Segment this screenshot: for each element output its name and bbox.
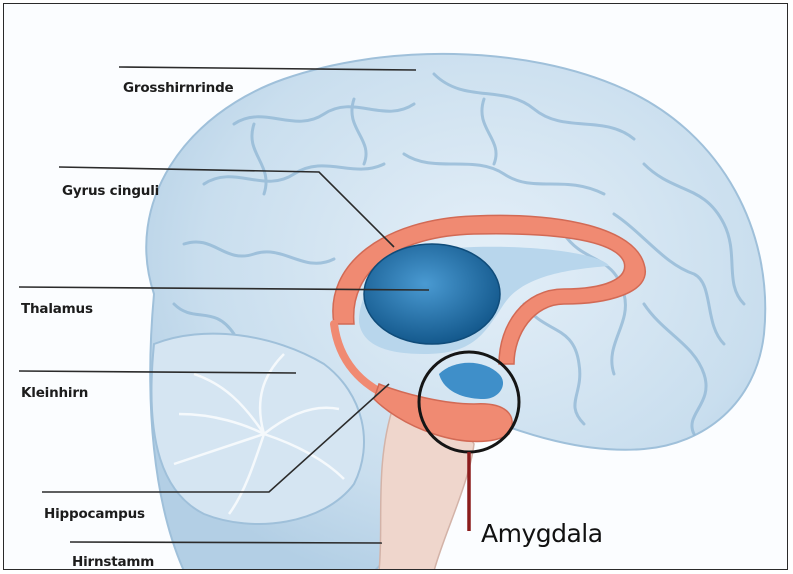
label-kleinhirn: Kleinhirn <box>21 385 88 401</box>
label-hirnstamm: Hirnstamm <box>72 554 154 570</box>
diagram-frame: Grosshirnrinde Gyrus cinguli Thalamus Kl… <box>3 3 788 570</box>
label-grosshirnrinde: Grosshirnrinde <box>123 80 234 96</box>
label-amygdala: Amygdala <box>481 519 603 548</box>
label-thalamus: Thalamus <box>21 301 93 317</box>
brain-illustration <box>4 4 788 570</box>
thalamus <box>364 244 500 344</box>
label-gyrus-cinguli: Gyrus cinguli <box>62 183 159 199</box>
label-hippocampus: Hippocampus <box>44 506 145 522</box>
